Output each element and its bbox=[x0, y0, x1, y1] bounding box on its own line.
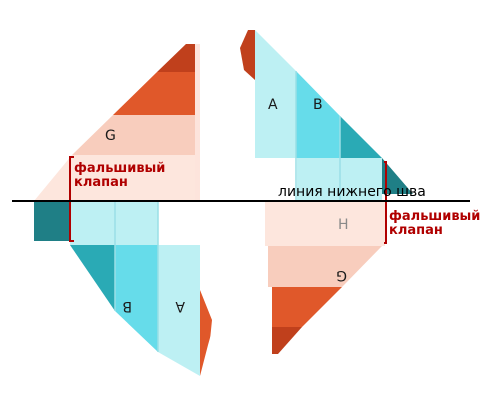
left-pale-band bbox=[34, 155, 195, 201]
left-salmon-band bbox=[72, 115, 195, 155]
right-top-orange bbox=[240, 30, 255, 80]
left-strip-cyan bbox=[115, 245, 158, 352]
right-pale-band bbox=[265, 200, 385, 246]
false-flap-left-line2: клапан bbox=[74, 175, 128, 190]
label-h-right: H bbox=[338, 217, 349, 233]
right-flap-marker bbox=[384, 161, 387, 244]
label-a-right: A bbox=[268, 97, 278, 113]
left-pattern-piece bbox=[34, 44, 212, 376]
left-bottom-orange bbox=[200, 290, 212, 376]
right-strip-teal bbox=[340, 116, 382, 158]
right-white-gap bbox=[255, 158, 297, 200]
label-g-left: G bbox=[105, 128, 116, 144]
left-dark-teal-wedge bbox=[34, 201, 70, 241]
label-b-right: B bbox=[313, 97, 323, 113]
right-pattern-piece bbox=[240, 30, 413, 354]
false-flap-right-line1: фальшивый bbox=[389, 209, 480, 224]
right-orange-dark bbox=[272, 327, 302, 354]
right-orange-band bbox=[272, 287, 342, 327]
label-g-right: G bbox=[336, 267, 347, 283]
left-orange-dark bbox=[157, 44, 195, 72]
label-a-left: A bbox=[175, 298, 185, 314]
torn-edge bbox=[200, 36, 277, 376]
right-dark-teal-tip bbox=[382, 158, 413, 194]
false-flap-right-line2: клапан bbox=[389, 223, 443, 238]
left-white-gap bbox=[158, 201, 200, 245]
left-strip-teal bbox=[70, 245, 115, 311]
right-strip-a bbox=[255, 30, 296, 158]
right-strip-b bbox=[296, 71, 340, 158]
left-flap-marker bbox=[69, 156, 74, 242]
right-salmon-band bbox=[268, 246, 382, 287]
label-b-left: B bbox=[122, 298, 132, 314]
false-flap-left-line1: фальшивый bbox=[74, 161, 165, 176]
left-orange-band bbox=[113, 72, 195, 115]
seam-line-label: линия нижнего шва bbox=[278, 184, 426, 200]
left-strip-light bbox=[158, 245, 200, 376]
